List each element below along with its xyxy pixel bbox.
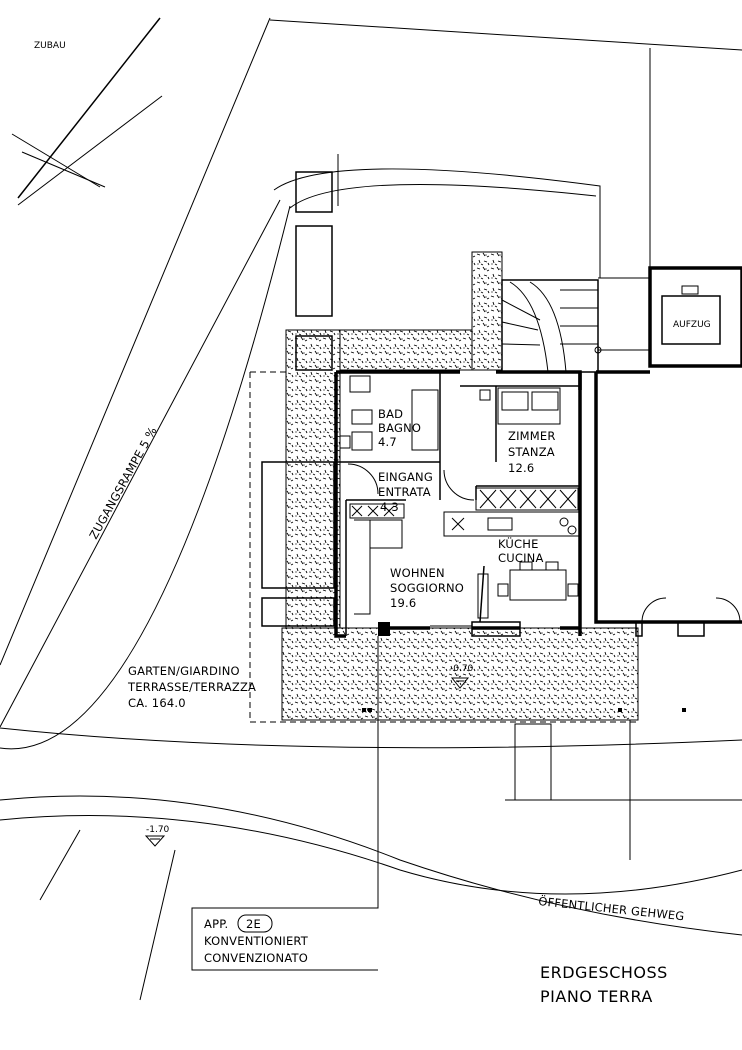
label-cucina: CUCINA: [498, 551, 544, 565]
label-stanza: STANZA: [508, 445, 555, 459]
apartment-walls: [334, 370, 742, 638]
label-app-number: 2E: [246, 917, 261, 931]
label-ramp: ZUGANGSRAMPE 5 %: [86, 424, 159, 541]
label-konventioniert: KONVENTIONIERT: [204, 934, 309, 948]
label-floor-it: PIANO TERRA: [540, 987, 653, 1006]
site-lines: [0, 17, 742, 1001]
floor-title: ERDGESCHOSS PIANO TERRA: [540, 963, 668, 1006]
label-entrata: ENTRATA: [378, 485, 431, 499]
label-garten-area: CA. 164.0: [128, 696, 186, 710]
terrace-hatch: [261, 171, 639, 721]
label-app-prefix: APP.: [204, 917, 228, 931]
elevator: [661, 285, 721, 345]
furniture: [339, 375, 741, 712]
label-floor-de: ERDGESCHOSS: [540, 963, 668, 982]
plan-labels: ZUBAU ZUGANGSRAMPE 5 % AUFZUG BAD BAGNO …: [34, 41, 711, 923]
label-eingang-area: 4.3: [380, 500, 399, 514]
label-zimmer: ZIMMER: [508, 429, 556, 443]
label-wohnen-area: 19.6: [390, 596, 416, 610]
label-soggiorno: SOGGIORNO: [390, 581, 464, 595]
label-bad-area: 4.7: [378, 435, 397, 449]
label-wohnen: WOHNEN: [390, 566, 445, 580]
staircase: [501, 277, 650, 373]
leader-line: [191, 636, 379, 971]
label-aufzug: AUFZUG: [673, 320, 711, 330]
label-convenzionato: CONVENZIONATO: [204, 951, 308, 965]
label-eingang: EINGANG: [378, 470, 433, 484]
apartment-label-box: APP. 2E KONVENTIONIERT CONVENZIONATO: [204, 914, 309, 965]
app-number-capsule: [237, 914, 273, 933]
label-zubau: ZUBAU: [34, 41, 66, 51]
label-kueche: KÜCHE: [498, 535, 539, 551]
label-terrasse: TERRASSE/TERRAZZA: [127, 680, 256, 694]
label-zimmer-area: 12.6: [508, 461, 534, 475]
label-garten: GARTEN/GIARDINO: [128, 664, 240, 678]
level-marker-street: [144, 835, 166, 847]
label-bad: BAD: [378, 407, 403, 421]
label-bagno: BAGNO: [378, 421, 421, 435]
label-level-street: -1.70: [146, 825, 170, 835]
level-marker-terrace: [450, 677, 470, 689]
label-level-terrace: -0.70: [450, 664, 474, 674]
label-gehweg: ÖFFENTLICHER GEHWEG: [538, 892, 686, 923]
